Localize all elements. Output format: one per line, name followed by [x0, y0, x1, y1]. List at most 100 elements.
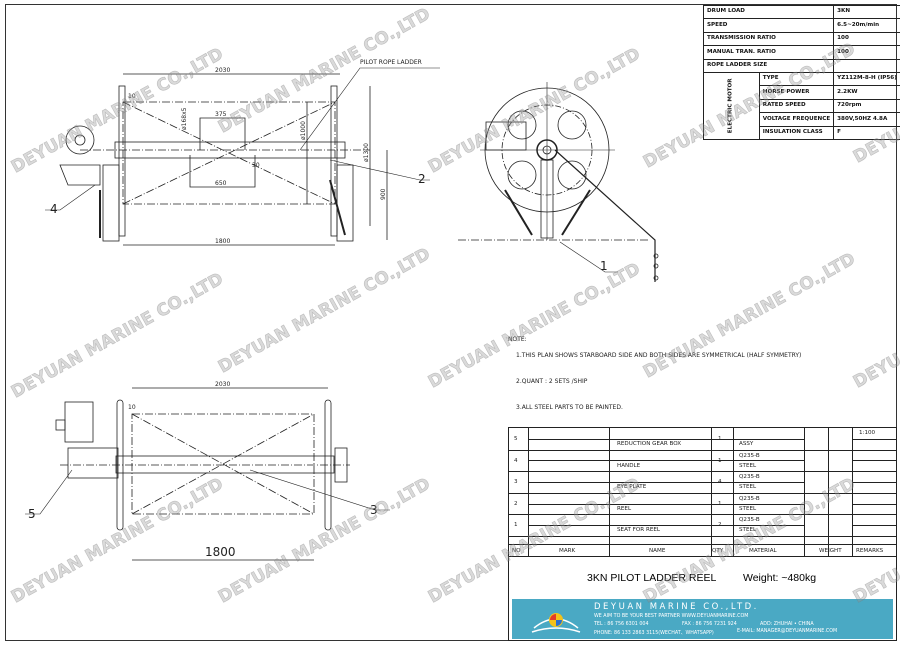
- table-divider: [528, 438, 733, 440]
- part-name: REDUCTION GEAR BOX: [617, 441, 682, 447]
- dim-top-drum-length: 1800: [205, 545, 236, 559]
- spec-label: TYPE: [758, 71, 835, 87]
- header-name: NAME: [649, 548, 666, 554]
- spec-value: YZ112M-8-H (IP56): [833, 71, 900, 87]
- callout-pilot-rope-ladder: PILOT ROPE LADDER: [360, 59, 422, 66]
- table-divider: [609, 428, 610, 556]
- title-block: 3KN PILOT LADDER REEL Weight: ~480kg DEY…: [508, 556, 897, 641]
- table-divider: [733, 525, 804, 527]
- company-logo: [531, 613, 581, 633]
- header-weight: WEIGHT: [819, 548, 842, 554]
- table-divider: [733, 428, 734, 556]
- dim-flange-dia: ø1300: [363, 143, 370, 162]
- spec-row: ROPE LADDER SIZE: [702, 58, 900, 73]
- table-divider: [528, 428, 529, 556]
- company-address: ADD: ZHUHAI • CHINA: [760, 622, 814, 627]
- table-divider: [852, 438, 896, 440]
- part-no: 3: [514, 479, 518, 486]
- part-material: STEEL: [739, 484, 757, 491]
- header-remarks: REMARKS: [856, 548, 884, 554]
- part-name: SEAT FOR REEL: [617, 527, 661, 534]
- company-slogan: WE AIM TO BE YOUR BEST PARTNER WWW.DEYUA…: [594, 614, 749, 619]
- spec-value: 3KN: [833, 4, 900, 20]
- side-view: 1: [458, 82, 659, 282]
- table-divider: [852, 428, 853, 556]
- side-motor: [485, 121, 527, 151]
- left-flange: [118, 85, 126, 237]
- spec-value: [833, 58, 900, 73]
- spec-value: 720rpm: [833, 98, 900, 114]
- dim-shaft: ø168x5: [181, 107, 188, 130]
- part-no: 1: [514, 522, 518, 529]
- table-divider: [733, 438, 804, 440]
- spec-value: F: [833, 125, 900, 141]
- part-qty: 1: [718, 500, 722, 507]
- company-name: DEYUAN MARINE CO.,LTD.: [594, 602, 759, 612]
- table-divider: [509, 471, 896, 473]
- part-material: STEEL: [739, 505, 757, 512]
- note-item: 1.THIS PLAN SHOWS STARBOARD SIDE AND BOT…: [516, 352, 802, 359]
- spec-label: RATED SPEED: [758, 98, 835, 114]
- top-view: 2030 10 1800 3 5: [25, 381, 390, 561]
- header-no: NO: [512, 548, 521, 554]
- marker-2: 2: [418, 172, 426, 186]
- table-divider: [711, 428, 712, 556]
- dim-drum-dia: ø1000: [300, 121, 307, 140]
- table-divider: [852, 503, 896, 505]
- part-no: 2: [514, 500, 518, 507]
- dim-small: 30: [252, 162, 260, 169]
- dim-flange: 10: [128, 93, 136, 100]
- table-divider: [828, 428, 829, 556]
- company-phone: PHONE: 86 133 2863 3115(WECHAT、WHATSAPP): [594, 631, 714, 636]
- part-name: REEL: [617, 505, 632, 512]
- dim-top-overall: 2030: [215, 381, 230, 388]
- spec-label: INSULATION CLASS: [758, 125, 835, 141]
- table-divider: [852, 525, 896, 527]
- table-divider: [733, 482, 804, 483]
- top-gearbox: [67, 447, 119, 479]
- header-qty: QTY: [712, 548, 724, 554]
- right-flange: [330, 85, 338, 237]
- part-material: STEEL: [739, 527, 757, 534]
- part-material: ASSY: [739, 441, 754, 447]
- dim-top-flange: 10: [128, 404, 136, 411]
- dim-span: 650: [215, 180, 227, 187]
- part-qty: 2: [718, 522, 722, 529]
- drawing-title: 3KN PILOT LADDER REEL: [587, 572, 717, 584]
- part-material: STEEL: [739, 462, 757, 469]
- part-name: EYE PLATE: [617, 484, 647, 491]
- spec-value: 2.2KW: [833, 85, 900, 100]
- header-material: MATERIAL: [749, 548, 777, 554]
- drawing-weight: Weight: ~480kg: [743, 572, 817, 584]
- table-divider: [733, 460, 804, 462]
- table-divider: [528, 460, 733, 462]
- table-divider: [528, 525, 733, 527]
- table-divider: [509, 514, 896, 516]
- drum-outline: [122, 101, 336, 205]
- part-qty: 1: [718, 436, 722, 442]
- marker-1: 1: [600, 259, 608, 273]
- spec-value: 380V,50HZ 4.8A: [833, 112, 900, 127]
- spec-value: 6.5~20m/min: [833, 18, 900, 33]
- drawing-frame: [5, 4, 897, 641]
- note-item: 3.ALL STEEL PARTS TO BE PAINTED.: [516, 404, 623, 411]
- table-divider: [733, 503, 804, 505]
- part-no: 4: [514, 457, 518, 464]
- front-view: 2030 1800 10 375 650 30 ø168x5 ø1000 ø13…: [45, 59, 440, 246]
- part-no: 5: [514, 436, 518, 442]
- notes-heading: NOTE:: [508, 336, 527, 343]
- marker-4: 4: [50, 202, 58, 216]
- spec-label: ROPE LADDER SIZE: [702, 58, 835, 73]
